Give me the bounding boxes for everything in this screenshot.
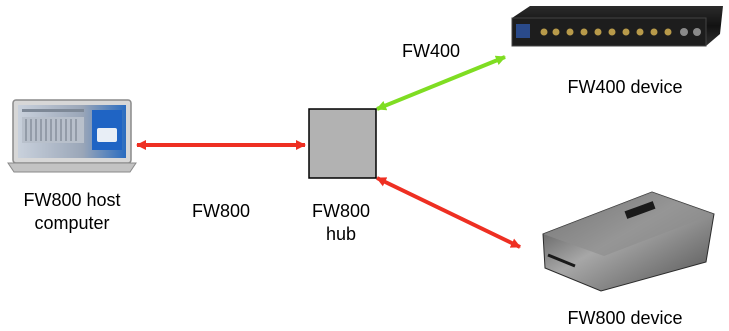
hub-fw400-link xyxy=(376,55,506,111)
hub-box-icon xyxy=(308,108,377,179)
host-hub-link-label: FW800 xyxy=(192,201,250,221)
host-label-line1: FW800 host xyxy=(23,190,120,210)
external-hard-drive-icon xyxy=(542,191,715,292)
fw400-device-label: FW400 device xyxy=(567,77,682,97)
hub-label-line1: FW800 xyxy=(312,201,370,221)
rack-audio-interface-icon xyxy=(511,6,723,47)
fw800-device-label: FW800 device xyxy=(567,308,682,328)
laptop-computer-icon xyxy=(7,99,137,173)
hub-fw400-link-label: FW400 xyxy=(402,41,460,61)
hub-label-line2: hub xyxy=(326,224,356,244)
hub-fw800-link xyxy=(376,176,521,249)
host-label-line2: computer xyxy=(34,213,109,233)
